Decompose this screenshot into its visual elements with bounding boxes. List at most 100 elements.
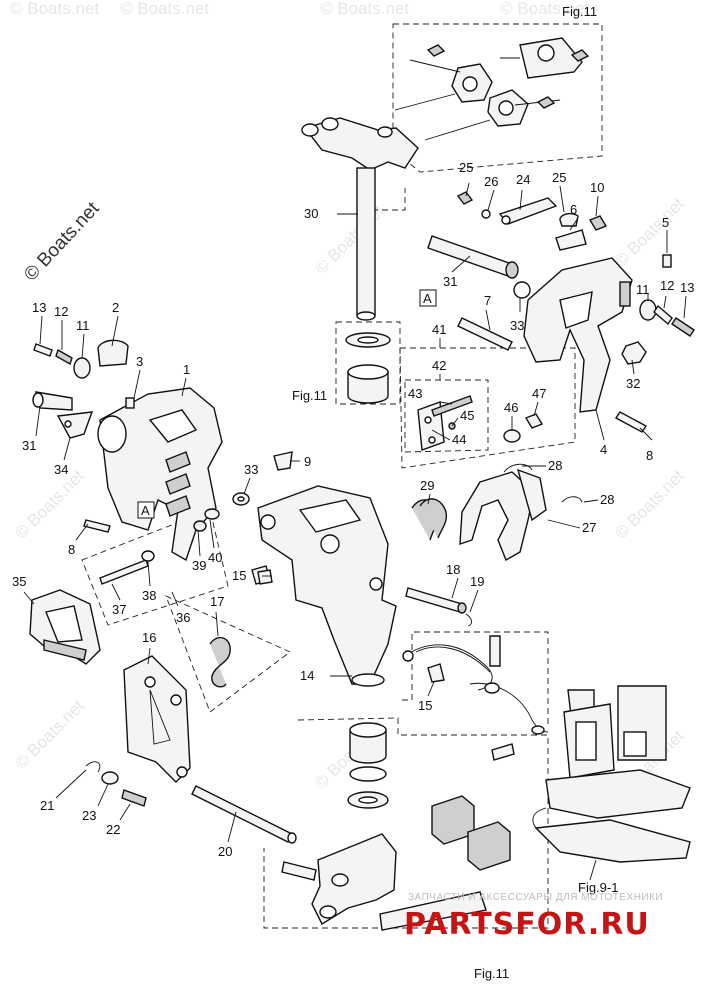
partsfor-watermark: ЗАПЧАСТИ И АКСЕССУАРЫ ДЛЯ МОТОТЕХНИКИ PA… xyxy=(404,892,663,942)
callout-22: 22 xyxy=(106,822,120,837)
callout-45: 45 xyxy=(460,408,474,423)
callout-10: 10 xyxy=(590,180,604,195)
tilt-link-parts xyxy=(456,191,672,268)
section-marker-a-upper: A xyxy=(419,289,437,307)
callout-12: 12 xyxy=(54,304,68,319)
section-marker-label: A xyxy=(141,503,150,518)
boats-net-watermark: © Boats.net xyxy=(20,198,104,286)
callout-16: 16 xyxy=(142,630,156,645)
callout-12: 12 xyxy=(660,278,674,293)
tilt-rod xyxy=(85,761,297,844)
watermark-faint: © Boats.net xyxy=(611,194,688,271)
callout-34: 34 xyxy=(54,462,68,477)
watermark-faint: © Boats.net xyxy=(120,0,209,18)
lower-mount-bracket xyxy=(281,833,487,931)
callout-2: 2 xyxy=(112,300,119,315)
left-small-parts xyxy=(32,339,135,439)
callout-39: 39 xyxy=(192,558,206,573)
callout-31: 31 xyxy=(22,438,36,453)
callout-40: 40 xyxy=(208,550,222,565)
callout-28: 28 xyxy=(600,492,614,507)
callout-27: 27 xyxy=(582,520,596,535)
callout-37: 37 xyxy=(112,602,126,617)
lower-unit-figure xyxy=(532,685,691,863)
brand-tagline: ЗАПЧАСТИ И АКСЕССУАРЫ ДЛЯ МОТОТЕХНИКИ xyxy=(408,892,663,903)
callout-23: 23 xyxy=(82,808,96,823)
callout-47: 47 xyxy=(532,386,546,401)
lower-bushings xyxy=(347,722,389,809)
callout-36: 36 xyxy=(176,610,190,625)
callout-15: 15 xyxy=(418,698,432,713)
dashed-group-outlines xyxy=(81,23,603,929)
callout-18: 18 xyxy=(446,562,460,577)
callout-25: 25 xyxy=(552,170,566,185)
callout-29: 29 xyxy=(420,478,434,493)
tilt-handle xyxy=(29,589,101,665)
callout-25: 25 xyxy=(459,160,473,175)
watermark-faint: © Boats.net xyxy=(11,466,88,543)
brand-name: PARTSFOR.RU xyxy=(404,907,650,942)
callout-32: 32 xyxy=(626,376,640,391)
callout-31: 31 xyxy=(443,274,457,289)
callout-8: 8 xyxy=(646,448,653,463)
callout-33: 33 xyxy=(510,318,524,333)
callout-41: 41 xyxy=(432,322,446,337)
watermark-faint: © Boats.net xyxy=(11,696,88,773)
watermark-faint: © Boats.net xyxy=(611,466,688,543)
callout-11: 11 xyxy=(76,318,90,333)
steering-bracket-upper xyxy=(394,37,590,141)
callout-44: 44 xyxy=(452,432,466,447)
callout-17: 17 xyxy=(210,594,224,609)
watermark-faint: © Boats.net xyxy=(320,0,409,18)
clamp-bracket-right xyxy=(523,257,633,413)
leader-lines xyxy=(23,182,687,881)
callout-46: 46 xyxy=(504,400,518,415)
callout-3: 3 xyxy=(136,354,143,369)
shaft-bushings xyxy=(345,332,391,404)
callout-21: 21 xyxy=(40,798,54,813)
callout-13: 13 xyxy=(680,280,694,295)
callout-30: 30 xyxy=(304,206,318,221)
callout-38: 38 xyxy=(142,588,156,603)
stopper-plate xyxy=(123,636,231,783)
rubber-mounts xyxy=(431,795,511,871)
pin-18 xyxy=(405,587,473,627)
callout-4: 4 xyxy=(600,442,607,457)
callout-8: 8 xyxy=(68,542,75,557)
clamp-bracket-left xyxy=(97,387,223,562)
figure-ref-middle: Fig.11 xyxy=(292,388,327,403)
callout-35: 35 xyxy=(12,574,26,589)
callout-1: 1 xyxy=(183,362,190,377)
callout-42: 42 xyxy=(432,358,446,373)
callout-14: 14 xyxy=(300,668,314,683)
figure-ref-bottom: Fig.11 xyxy=(474,966,509,981)
ground-lead-assembly xyxy=(402,635,549,761)
callout-9: 9 xyxy=(304,454,311,469)
watermark-faint: © Boats.net xyxy=(311,201,388,278)
grease-fittings xyxy=(257,569,445,683)
callout-28: 28 xyxy=(548,458,562,473)
swivel-bracket xyxy=(251,485,397,687)
callout-labels: 30 25 26 24 25 10 6 5 31 7 33 11 12 13 3… xyxy=(12,160,694,859)
figure-ref-top: Fig.11 xyxy=(562,4,597,19)
callout-26: 26 xyxy=(484,174,498,189)
reverse-lock-hooks xyxy=(411,463,583,562)
callout-7: 7 xyxy=(484,293,491,308)
watermark-faint: © Boats.net xyxy=(10,0,99,18)
callout-11: 11 xyxy=(636,282,650,297)
callout-20: 20 xyxy=(218,844,232,859)
callout-13: 13 xyxy=(32,300,46,315)
watermark-faint: © Boats.net xyxy=(500,0,589,18)
callout-24: 24 xyxy=(516,172,530,187)
callout-5: 5 xyxy=(662,215,669,230)
swivel-shaft xyxy=(301,117,419,321)
section-marker-a-left: A xyxy=(137,501,155,519)
callout-43: 43 xyxy=(408,386,422,401)
callout-33: 33 xyxy=(244,462,258,477)
figure-ref-lower-unit: Fig.9-1 xyxy=(578,880,618,895)
callout-6: 6 xyxy=(570,202,577,217)
section-marker-label: A xyxy=(423,291,432,306)
right-fasteners xyxy=(614,299,695,433)
callout-15: 15 xyxy=(232,568,246,583)
